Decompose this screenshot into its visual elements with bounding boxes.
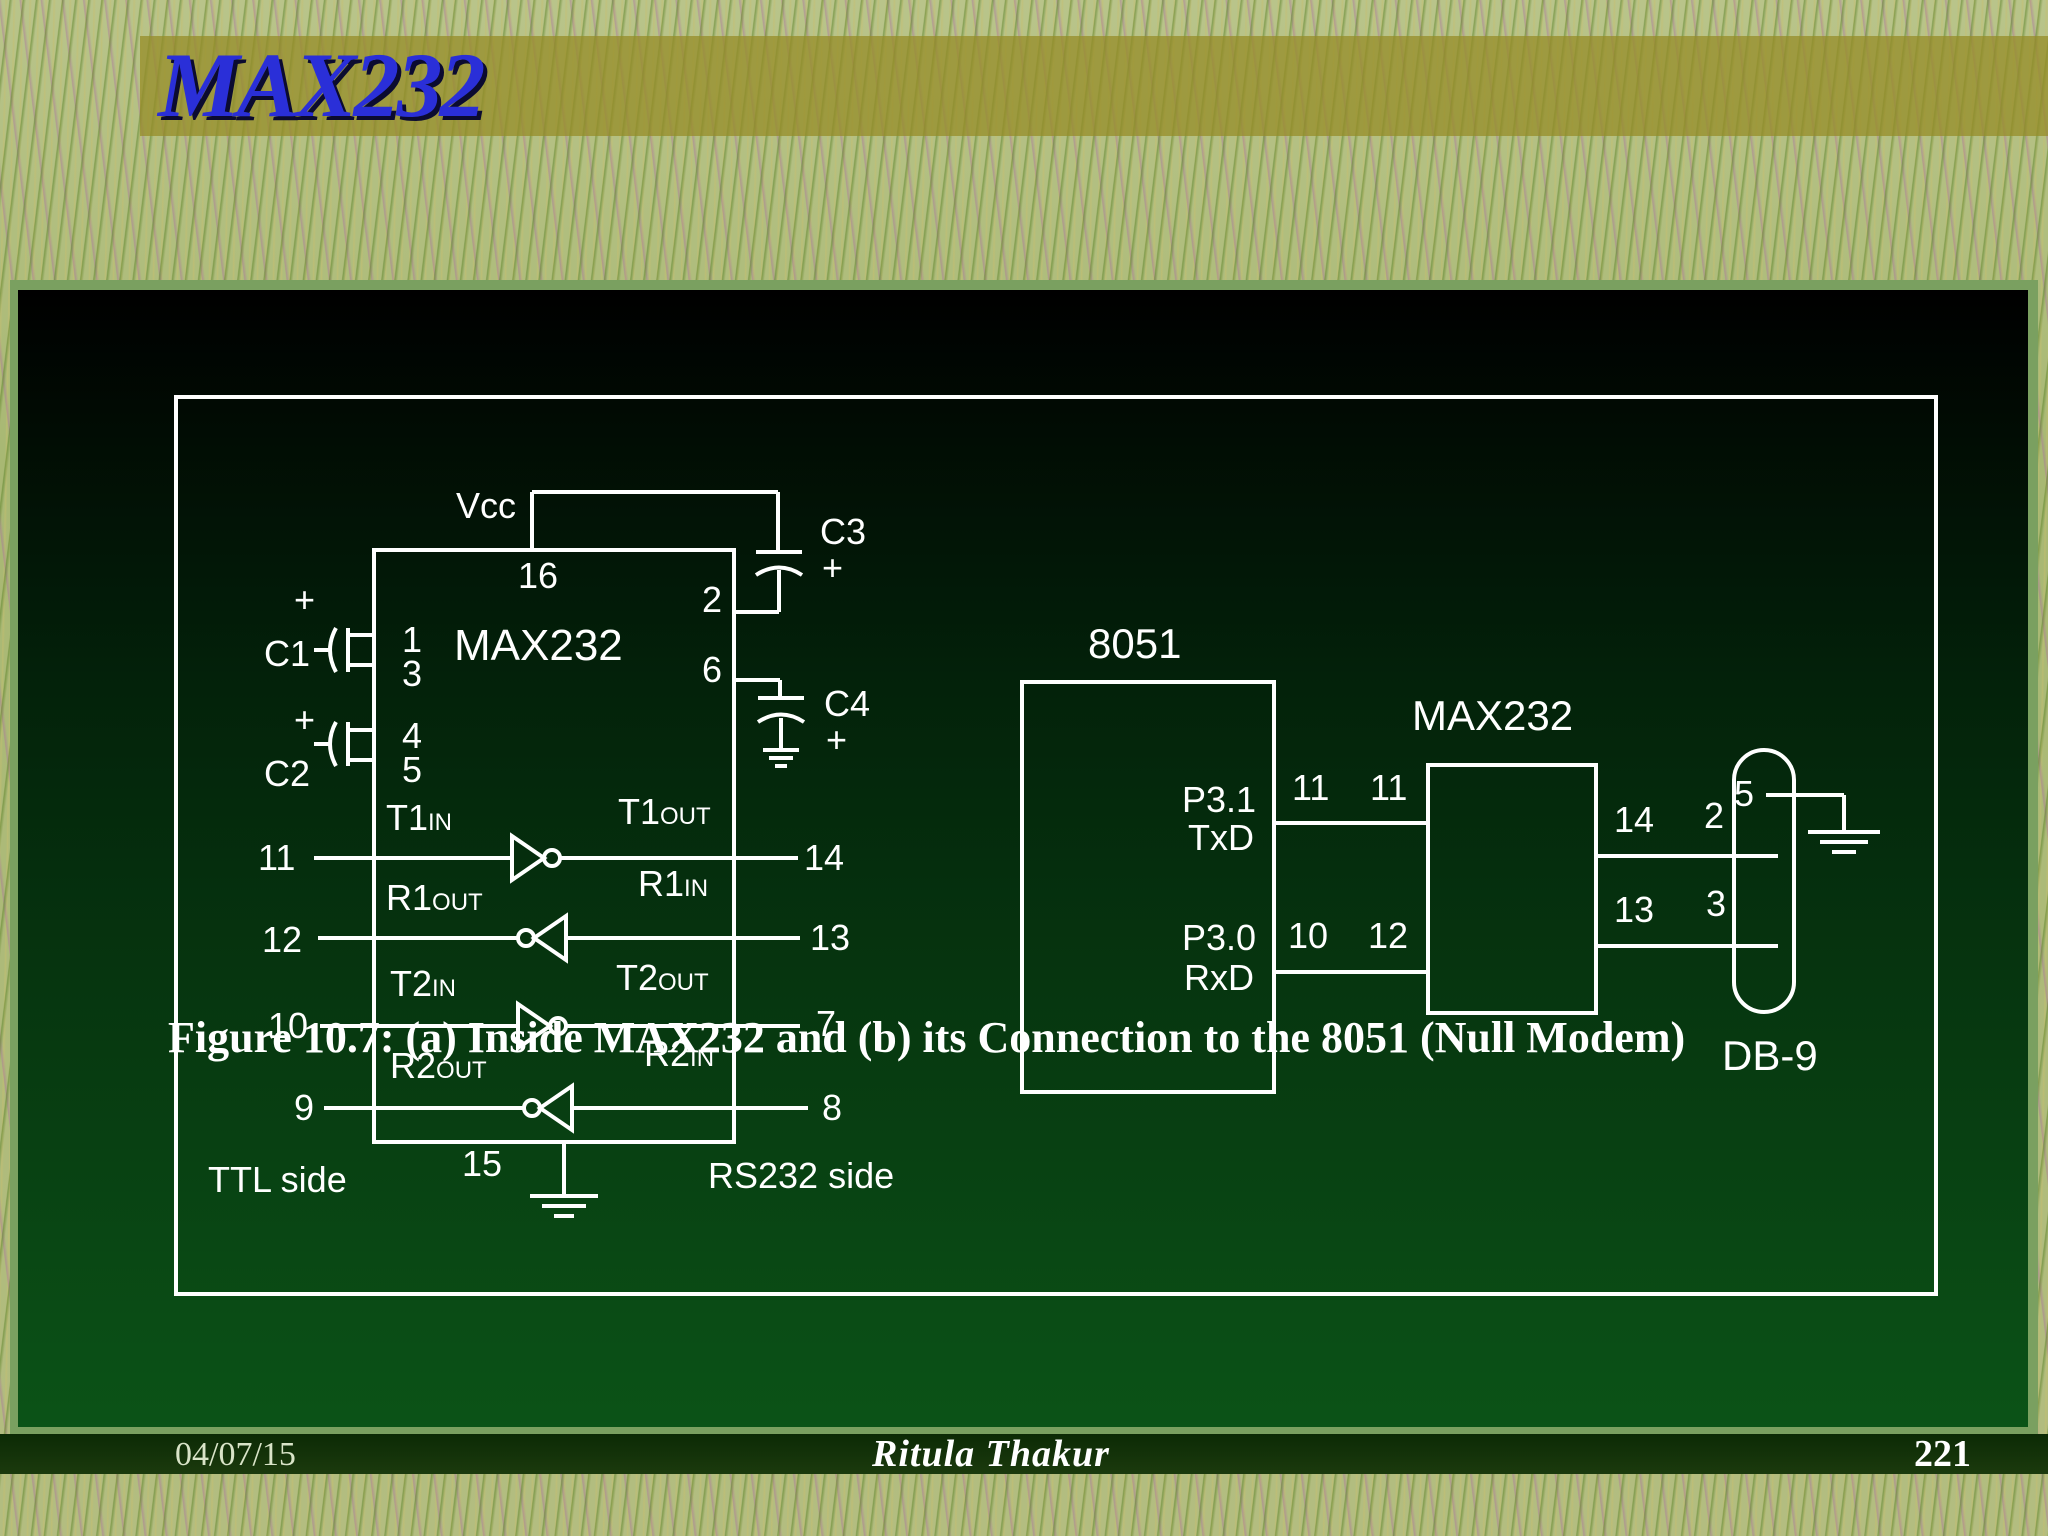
t2in-label: T2IN [390,963,456,1004]
chip-name: MAX232 [454,621,623,670]
mcu-pin-10: 10 [1288,915,1328,956]
c1-plus: + [294,579,315,620]
footer-band [0,1434,2048,1474]
p31-label: P3.1 [1182,779,1256,820]
pin-13: 13 [810,917,850,958]
c4-capacitor-curve [756,712,806,724]
pin-16: 16 [518,555,558,596]
figure-caption: Figure 10.7: (a) Inside MAX232 and (b) i… [168,1013,1686,1062]
r2-receiver-icon [536,1082,574,1134]
footer-date: 04/07/15 [175,1436,296,1473]
footer-author: Ritula Thakur [872,1433,1110,1475]
circuit-diagram: Vcc C3 + C4 + 16 2 6 MAX232 + C1 + C2 1 … [174,395,1938,1296]
db9-label: DB-9 [1722,1032,1818,1079]
t2out-label: T2OUT [616,957,709,998]
max-pin-12: 12 [1368,915,1408,956]
pin-1: 1 [402,619,422,660]
pin-9: 9 [294,1087,314,1128]
p30-label: P3.0 [1182,917,1256,958]
max-pin-14: 14 [1614,799,1654,840]
t1-driver-icon [510,832,548,884]
page-number: 221 [1914,1433,1971,1475]
db9-pin-3: 3 [1706,883,1726,924]
c4-plus: + [826,719,847,760]
figure-frame [174,395,1938,1296]
vcc-label: Vcc [456,485,516,526]
pin-14: 14 [804,837,844,878]
max-pin-13: 13 [1614,889,1654,930]
max-pin-11: 11 [1370,767,1407,808]
pin-5: 5 [402,749,422,790]
ttl-side-label: TTL side [208,1159,347,1200]
max232-chip-outline [372,548,736,1144]
txd-label: TxD [1188,817,1254,858]
r2in-label: R2IN [644,1033,714,1074]
pin-3: 3 [402,653,422,694]
pin-6: 6 [702,649,722,690]
figure-panel: Vcc C3 + C4 + 16 2 6 MAX232 + C1 + C2 1 … [10,280,2038,1435]
max232-block-label: MAX232 [1412,692,1573,739]
db9-pin-5: 5 [1734,773,1754,814]
r1out-label: R1OUT [386,877,483,918]
c2-capacitor-curve [328,721,338,767]
mcu-pin-11: 11 [1292,767,1329,808]
t2-driver-icon [516,1000,554,1052]
c3-label: C3 [820,511,866,552]
pin-4: 4 [402,715,422,756]
c2-label: C2 [264,753,310,794]
pin-7: 7 [816,1003,836,1044]
t1in-label: T1IN [386,797,452,838]
mcu-label: 8051 [1088,620,1181,667]
pin-10: 10 [268,1005,308,1046]
c3-capacitor-curve [754,565,804,577]
pin-8: 8 [822,1087,842,1128]
t1out-label: T1OUT [618,791,711,832]
slide-title: MAX232 [158,34,486,136]
mcu-8051-outline [1020,680,1276,1094]
c1-label: C1 [264,633,310,674]
pin-15: 15 [462,1143,502,1184]
c3-plus: + [822,547,843,588]
db9-connector-outline [1732,748,1796,1014]
pin-12: 12 [262,919,302,960]
r2out-label: R2OUT [390,1045,487,1086]
pin-11: 11 [258,837,295,878]
r1in-label: R1IN [638,863,708,904]
c2-plus: + [294,699,315,740]
max232-block-outline [1426,763,1598,1015]
db9-pin-2: 2 [1704,795,1724,836]
c1-capacitor-curve [328,627,338,673]
rxd-label: RxD [1184,957,1254,998]
figure-panel-inner: Vcc C3 + C4 + 16 2 6 MAX232 + C1 + C2 1 … [18,290,2028,1427]
title-band [140,36,2048,136]
c4-label: C4 [824,683,870,724]
rs232-side-label: RS232 side [708,1155,894,1196]
r1-receiver-icon [530,912,568,964]
pin-2: 2 [702,579,722,620]
